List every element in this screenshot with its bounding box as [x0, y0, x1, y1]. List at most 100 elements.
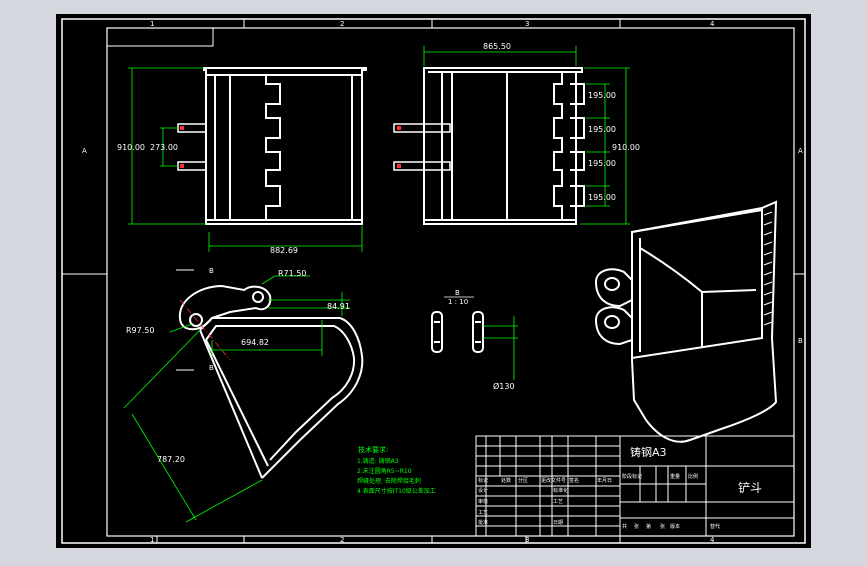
notes-line: 1.铸造: 铸钢A3	[357, 457, 399, 465]
dim-diagonal: 787.20	[157, 455, 185, 464]
sheet-label: 张	[634, 523, 639, 530]
detail-tooth-right	[472, 311, 484, 353]
title-block	[475, 435, 795, 537]
sheet-label: 共	[622, 523, 627, 530]
detail-b-labels: B 1 : 10	[448, 289, 468, 306]
dim-horizontal-span: 694.82	[241, 338, 269, 347]
corner-block	[106, 27, 214, 47]
zone-number-top: 1	[150, 20, 154, 28]
section-view	[178, 284, 364, 479]
zone-letter-right: B	[798, 337, 803, 345]
dim-width-top: 865.50	[483, 42, 511, 51]
side-view-tooth-tips	[570, 83, 585, 207]
iso-tooth	[763, 311, 773, 316]
section-lug	[178, 284, 272, 331]
pin-center-mark	[180, 164, 184, 168]
sheet-label: 版本	[670, 523, 680, 530]
zone-letter-right: A	[798, 147, 803, 155]
zone-number-bottom: 4	[710, 536, 715, 544]
zone-number-top: 4	[710, 20, 715, 28]
dim-radius-left: R97.50	[126, 326, 154, 335]
front-dimension-text: 910.00 273.00 882.69	[117, 143, 298, 255]
section-dimensions	[123, 275, 350, 523]
notes-line: 4.表面尺寸按IT10级公差加工	[357, 487, 436, 495]
detail-b-view	[431, 311, 484, 353]
iso-opening	[631, 208, 763, 360]
detail-dimensions	[483, 316, 518, 380]
front-pin-centers	[180, 126, 184, 168]
dim-tooth-pitch: 195.00	[588, 193, 616, 202]
detail-label: B	[455, 289, 460, 297]
zone-labels: 1 2 3 4 1 2 3 4 A A B	[82, 20, 803, 544]
front-dimensions	[128, 67, 363, 252]
notes-line: 2.未注圆角R5~R10	[357, 467, 412, 475]
approval-cell: 工艺	[553, 499, 563, 505]
dim-diameter: Ø130	[493, 381, 515, 391]
outer-frame	[61, 18, 806, 544]
iso-tooth	[763, 321, 773, 326]
side-view-teeth	[553, 72, 563, 220]
leader-line	[261, 275, 276, 285]
section-label-b-bottom: B	[209, 364, 214, 372]
iso-lug-top	[594, 268, 633, 308]
dim-height-right: 910.00	[612, 143, 640, 152]
iso-tooth	[763, 211, 773, 216]
zone-number-bottom: 1	[150, 536, 154, 544]
part-name: 铲斗	[738, 480, 762, 495]
dim-tooth-pitch: 195.00	[588, 125, 616, 134]
iso-tooth	[763, 231, 773, 236]
section-markers: B B	[176, 267, 214, 372]
detail-scale: 1 : 10	[448, 298, 468, 306]
side-dimensions	[423, 46, 630, 225]
revision-cell: 分区	[518, 477, 528, 484]
zone-number-top: 3	[525, 20, 529, 28]
stage-label: 阶段标记	[622, 473, 642, 480]
iso-tooth	[763, 271, 773, 276]
material-label: 铸钢A3	[630, 445, 667, 459]
iso-tooth	[763, 241, 773, 246]
title-block-text: 铸钢A3 铲斗 标记 处数 分区 更改文件号 签名 年月日 设计 审核 工艺 批…	[478, 445, 762, 530]
isometric-view	[594, 200, 778, 443]
signature-cell: 审核	[478, 498, 488, 505]
section-dimension-text: R71.50 R97.50 84.91 694.82 787.20	[126, 269, 350, 464]
pin	[393, 123, 451, 133]
pin-center-mark	[397, 126, 401, 130]
iso-pin-hole	[604, 277, 620, 291]
pin-center-mark	[397, 164, 401, 168]
zone-number-bottom: 2	[340, 536, 344, 544]
stage-label: 比例	[688, 473, 698, 480]
notes-line: 焊缝处理, 去除焊接毛刺	[357, 477, 421, 485]
revision-cell: 处数	[501, 477, 511, 484]
pin-hole	[189, 313, 203, 327]
front-view-outline	[203, 67, 367, 225]
revision-cell: 更改文件号	[541, 477, 566, 484]
front-view	[203, 67, 367, 225]
detail-tooth-left	[431, 311, 443, 353]
section-shell-outer	[199, 317, 364, 479]
front-view-teeth	[265, 75, 281, 220]
alternate-label: 替代	[710, 523, 720, 530]
iso-tooth	[763, 221, 773, 226]
extension-line	[123, 329, 201, 409]
dim-height-left: 910.00	[117, 143, 145, 152]
leader-line	[169, 323, 193, 333]
dim-width-bottom: 882.69	[270, 246, 298, 255]
revision-cell: 标记	[478, 477, 488, 484]
dim-line	[131, 413, 197, 521]
approval-cell: 日期	[553, 520, 563, 526]
iso-tooth	[763, 261, 773, 266]
iso-tooth	[763, 251, 773, 256]
technical-notes: 技术要求: 1.铸造: 铸钢A3 2.未注圆角R5~R10 焊缝处理, 去除焊接…	[357, 445, 436, 495]
revision-cell: 签名	[569, 477, 579, 484]
iso-inner-curve	[639, 247, 757, 294]
iso-lug-bottom	[594, 306, 633, 346]
dim-offset-small: 84.91	[327, 302, 350, 311]
dim-tooth-pitch: 195.00	[588, 159, 616, 168]
pin-hole	[252, 291, 264, 303]
iso-tooth	[763, 281, 773, 286]
side-pin-centers	[397, 126, 401, 168]
iso-tooth	[763, 291, 773, 296]
extension-line	[185, 479, 263, 523]
